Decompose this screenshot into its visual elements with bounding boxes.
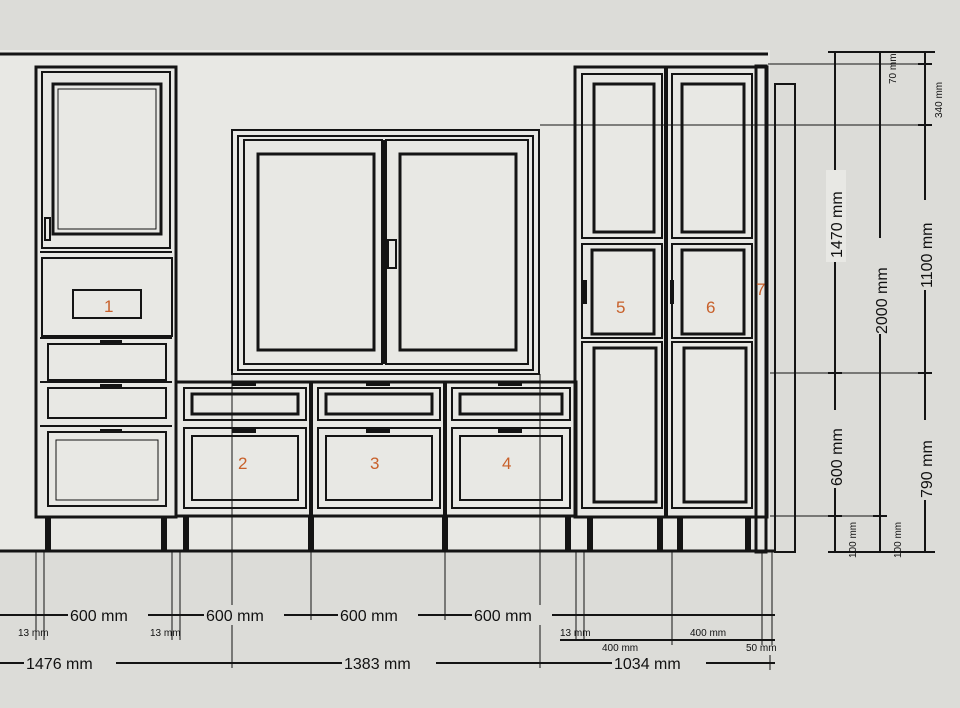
unit-1-tall-cabinet bbox=[34, 65, 178, 551]
base-units-2-3-4 bbox=[174, 380, 578, 551]
unit-label-3: 3 bbox=[370, 454, 379, 473]
unit-label-7: 7 bbox=[756, 280, 765, 299]
dim-gap-mid: 13 mm bbox=[150, 628, 181, 639]
unit-labels: 1 2 3 4 5 6 7 bbox=[104, 280, 765, 473]
dim-col1-base: 100 mm bbox=[848, 522, 859, 558]
dim-total-right: 1034 mm bbox=[614, 656, 681, 673]
window bbox=[231, 129, 540, 375]
unit-7-side-panel bbox=[754, 64, 796, 554]
dim-col3-top: 70 mm bbox=[888, 53, 899, 84]
dim-col3-upper: 1100 mm bbox=[919, 222, 936, 288]
unit-label-4: 4 bbox=[502, 454, 511, 473]
dim-w7: 50 mm bbox=[746, 643, 777, 654]
dim-w6: 400 mm bbox=[690, 628, 726, 639]
dim-w5: 400 mm bbox=[602, 643, 638, 654]
horizontal-dimension-labels: 600 mm 600 mm 600 mm 600 mm 13 mm 13 mm … bbox=[18, 605, 777, 673]
tall-units-5-6 bbox=[573, 65, 769, 551]
dim-w4: 600 mm bbox=[474, 608, 532, 625]
dim-w3: 600 mm bbox=[340, 608, 398, 625]
dim-col1-upper: 1470 mm bbox=[829, 191, 846, 258]
dim-col3-top-block: 340 mm bbox=[934, 82, 945, 118]
unit-label-6: 6 bbox=[706, 298, 715, 317]
drawing-lines bbox=[0, 51, 935, 670]
unit-label-2: 2 bbox=[238, 454, 247, 473]
dim-gap-right: 13 mm bbox=[560, 628, 591, 639]
dim-w1: 600 mm bbox=[70, 608, 128, 625]
vertical-dimension-labels: 1470 mm 600 mm 100 mm 2000 mm 100 mm 70 … bbox=[826, 53, 945, 558]
dim-col2-total: 2000 mm bbox=[874, 267, 891, 334]
dim-col2-base: 100 mm bbox=[893, 522, 904, 558]
dim-col1-lower: 600 mm bbox=[829, 428, 846, 486]
dim-total-middle: 1383 mm bbox=[344, 656, 411, 673]
dim-gap-left: 13 mm bbox=[18, 628, 49, 639]
dim-w2: 600 mm bbox=[206, 608, 264, 625]
dim-col3-lower: 790 mm bbox=[919, 440, 936, 498]
unit-label-5: 5 bbox=[616, 298, 625, 317]
unit-label-1: 1 bbox=[104, 297, 113, 316]
vertical-extension-lines bbox=[540, 63, 925, 517]
dim-total-left: 1476 mm bbox=[26, 656, 93, 673]
